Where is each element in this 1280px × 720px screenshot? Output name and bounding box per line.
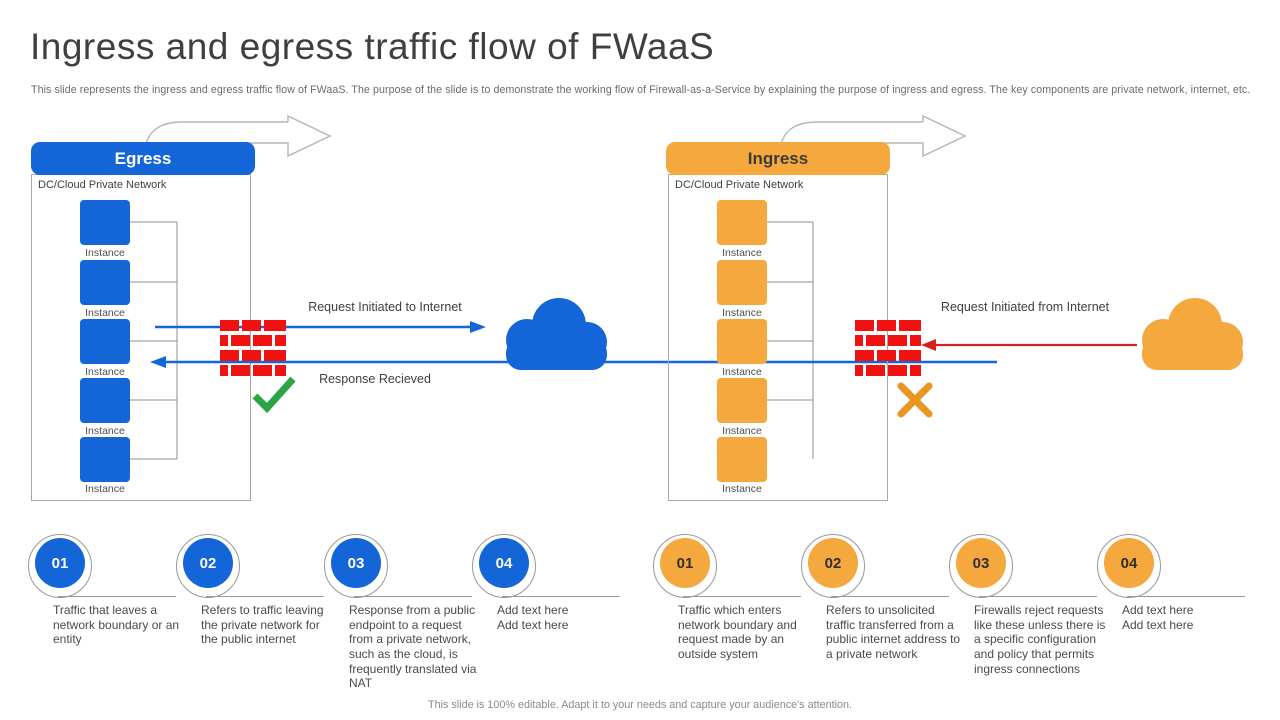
- instance-label: Instance: [722, 366, 762, 378]
- egress-header[interactable]: Egress: [31, 142, 255, 175]
- ingress-step-2[interactable]: 02 Refers to unsolicited traffic transfe…: [801, 532, 960, 702]
- egress-step-3[interactable]: 03 Response from a public endpoint to a …: [324, 532, 476, 702]
- slide-subtitle: This slide represents the ingress and eg…: [31, 84, 1251, 96]
- instance-label: Instance: [722, 483, 762, 495]
- ingress-step-3[interactable]: 03 Firewalls reject requests like these …: [949, 532, 1105, 702]
- ring-decoration: [949, 534, 1013, 598]
- step-text: Refers to traffic leaving the private ne…: [201, 603, 324, 647]
- check-icon[interactable]: [250, 374, 298, 414]
- instance-box[interactable]: [80, 378, 130, 423]
- step-text: Firewalls reject requests like these unl…: [974, 603, 1106, 676]
- step-number-badge: 04: [479, 538, 529, 588]
- step-text: Traffic that leaves a network boundary o…: [53, 603, 180, 647]
- slide-footer: This slide is 100% editable. Adapt it to…: [427, 699, 852, 711]
- step-text: Response from a public endpoint to a req…: [349, 603, 477, 691]
- divider-line: [683, 596, 801, 597]
- instance-box[interactable]: [717, 437, 767, 482]
- step-number-badge: 03: [956, 538, 1006, 588]
- instance-box[interactable]: [717, 319, 767, 364]
- instance-label: Instance: [85, 366, 125, 378]
- step-text: Add text here Add text here: [1122, 603, 1194, 632]
- ring-decoration: [324, 534, 388, 598]
- internet-cloud-icon[interactable]: [497, 293, 612, 371]
- firewall-icon[interactable]: [855, 320, 921, 376]
- instance-box[interactable]: [80, 260, 130, 305]
- divider-line: [502, 596, 620, 597]
- ring-decoration: [653, 534, 717, 598]
- step-number-badge: 02: [183, 538, 233, 588]
- step-text: Add text here Add text here: [497, 603, 569, 632]
- step-number-badge: 04: [1104, 538, 1154, 588]
- step-number-badge: 01: [660, 538, 710, 588]
- egress-response-label: Response Recieved: [319, 372, 431, 386]
- divider-line: [354, 596, 472, 597]
- instance-box[interactable]: [717, 378, 767, 423]
- instance-box[interactable]: [80, 437, 130, 482]
- step-number-badge: 01: [35, 538, 85, 588]
- egress-step-1[interactable]: 01 Traffic that leaves a network boundar…: [28, 532, 179, 702]
- step-text: Refers to unsolicited traffic transferre…: [826, 603, 961, 661]
- ring-decoration: [801, 534, 865, 598]
- egress-request-arrow[interactable]: [150, 317, 490, 337]
- instance-box[interactable]: [717, 260, 767, 305]
- instance-label: Instance: [85, 247, 125, 259]
- ingress-header[interactable]: Ingress: [666, 142, 890, 175]
- instance-label: Instance: [722, 247, 762, 259]
- egress-request-label: Request Initiated to Internet: [308, 300, 462, 314]
- divider-line: [206, 596, 324, 597]
- ingress-request-arrow[interactable]: [915, 335, 1139, 355]
- ring-decoration: [176, 534, 240, 598]
- divider-line: [831, 596, 949, 597]
- ingress-header-label: Ingress: [747, 148, 809, 168]
- firewall-icon[interactable]: [220, 320, 286, 376]
- egress-network-panel[interactable]: DC/Cloud Private Network: [31, 174, 251, 501]
- instance-label: Instance: [722, 307, 762, 319]
- divider-line: [58, 596, 176, 597]
- instance-label: Instance: [85, 483, 125, 495]
- divider-line: [979, 596, 1097, 597]
- egress-step-2[interactable]: 02 Refers to traffic leaving the private…: [176, 532, 324, 702]
- ingress-step-4[interactable]: 04 Add text here Add text here: [1097, 532, 1245, 702]
- instance-box[interactable]: [80, 200, 130, 245]
- ingress-network-label: DC/Cloud Private Network: [675, 179, 804, 191]
- reject-x-icon[interactable]: [894, 379, 936, 421]
- egress-step-4[interactable]: 04 Add text here Add text here: [472, 532, 620, 702]
- page-title: Ingress and egress traffic flow of FWaaS: [30, 26, 715, 67]
- ring-decoration: [1097, 534, 1161, 598]
- egress-header-label: Egress: [114, 148, 172, 168]
- instance-box[interactable]: [717, 200, 767, 245]
- step-number-badge: 03: [331, 538, 381, 588]
- step-number-badge: 02: [808, 538, 858, 588]
- egress-network-label: DC/Cloud Private Network: [38, 179, 167, 191]
- ingress-step-1[interactable]: 01 Traffic which enters network boundary…: [653, 532, 801, 702]
- ring-decoration: [472, 534, 536, 598]
- instance-label: Instance: [85, 425, 125, 437]
- ring-decoration: [28, 534, 92, 598]
- instance-label: Instance: [722, 425, 762, 437]
- instance-box[interactable]: [80, 319, 130, 364]
- instance-label: Instance: [85, 307, 125, 319]
- step-text: Traffic which enters network boundary an…: [678, 603, 797, 661]
- ingress-request-label: Request Initiated from Internet: [940, 300, 1110, 314]
- internet-cloud-icon[interactable]: [1133, 293, 1248, 371]
- divider-line: [1127, 596, 1245, 597]
